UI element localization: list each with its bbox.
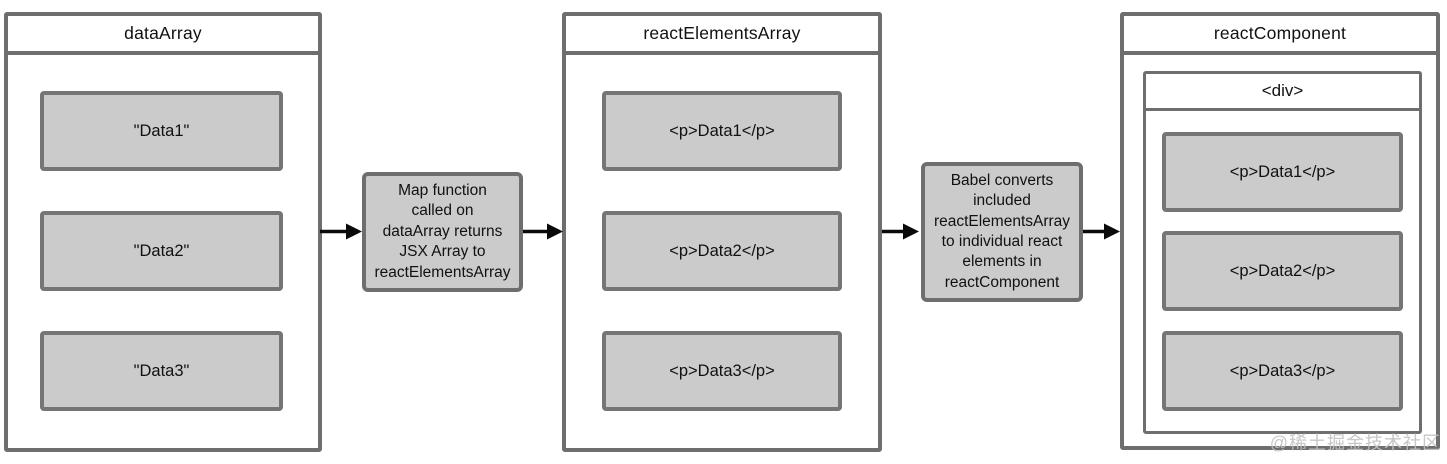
babel-label: Babel converts included reactElementsArr… bbox=[921, 162, 1083, 302]
container-dataarray-title: dataArray bbox=[8, 16, 318, 55]
reactelementsarray-item-data2: <p>Data2</p> bbox=[602, 211, 842, 291]
container-dataarray: dataArray "Data1" "Data2" "Data3" bbox=[4, 12, 322, 452]
watermark: @稀土掘金技术社区 bbox=[1269, 433, 1441, 453]
arrow-babel-to-reactcomponent bbox=[1083, 223, 1120, 240]
container-reactcomponent-title: reactComponent bbox=[1124, 16, 1436, 55]
arrow-reactelementsarray-to-babel bbox=[882, 223, 919, 240]
container-reactelementsarray: reactElementsArray <p>Data1</p> <p>Data2… bbox=[562, 12, 882, 452]
container-reactcomponent: reactComponent <div> <p>Data1</p> <p>Dat… bbox=[1120, 12, 1440, 450]
container-reactelementsarray-title: reactElementsArray bbox=[566, 16, 878, 55]
reactelementsarray-item-data1: <p>Data1</p> bbox=[602, 91, 842, 171]
reactcomponent-div-wrapper: <div> <p>Data1</p> <p>Data2</p> <p>Data3… bbox=[1143, 71, 1422, 434]
reactcomponent-item-data1: <p>Data1</p> bbox=[1162, 132, 1403, 212]
arrow-map-to-reactelementsarray bbox=[523, 223, 563, 240]
map-function-label: Map function called on dataArray returns… bbox=[362, 172, 523, 292]
arrow-dataarray-to-map bbox=[320, 223, 362, 240]
reactelementsarray-item-data3: <p>Data3</p> bbox=[602, 331, 842, 411]
reactcomponent-div-title: <div> bbox=[1146, 74, 1419, 111]
reactcomponent-item-data3: <p>Data3</p> bbox=[1162, 331, 1403, 411]
dataarray-item-data2: "Data2" bbox=[40, 211, 283, 291]
dataarray-item-data1: "Data1" bbox=[40, 91, 283, 171]
dataarray-item-data3: "Data3" bbox=[40, 331, 283, 411]
reactcomponent-item-data2: <p>Data2</p> bbox=[1162, 231, 1403, 311]
